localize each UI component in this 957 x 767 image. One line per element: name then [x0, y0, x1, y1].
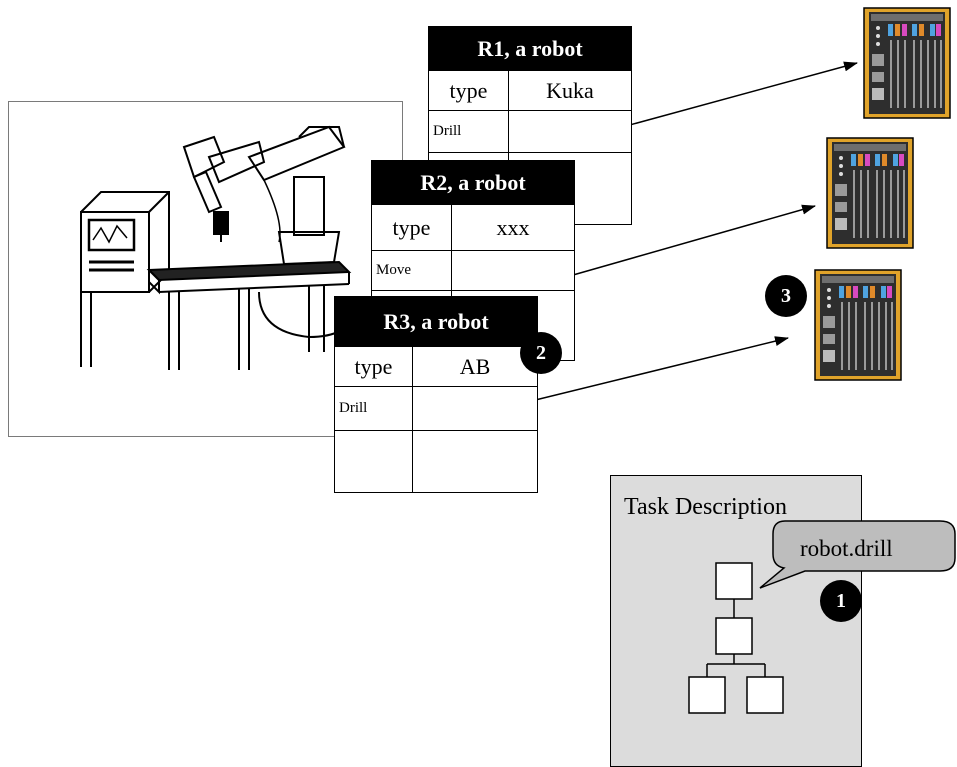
- robot-table-r3: R3, a robot type AB Drill: [333, 296, 539, 493]
- tree-node-right: [746, 676, 784, 714]
- step-badge-2: 2: [520, 332, 562, 374]
- step-badge-3: 3: [765, 275, 807, 317]
- robot-workcell-illustration: [80, 125, 355, 370]
- operation-key: Move: [371, 250, 452, 291]
- operation-value: [450, 250, 576, 291]
- robot-title: R1, a robot: [427, 26, 633, 71]
- type-value: Kuka: [507, 70, 633, 111]
- robot-title: R3, a robot: [333, 296, 539, 347]
- arrow-r3-to-controller: [514, 336, 789, 406]
- tree-node-root: [715, 562, 753, 600]
- tree-node-left: [688, 676, 726, 714]
- speech-bubble-text: robot.drill: [800, 536, 893, 561]
- tree-node-middle: [715, 617, 753, 655]
- empty-cell: [334, 430, 413, 493]
- operation-key: Drill: [334, 386, 413, 431]
- speech-bubble: [759, 520, 956, 589]
- task-description-title: Task Description: [624, 494, 787, 520]
- arrow-r2-to-controller: [544, 204, 816, 284]
- operation-key: Drill: [428, 110, 509, 153]
- type-key: type: [428, 70, 509, 111]
- type-key: type: [371, 204, 452, 251]
- type-value: AB: [411, 346, 539, 387]
- empty-cell: [411, 430, 539, 493]
- robot-title: R2, a robot: [370, 160, 576, 205]
- type-value: xxx: [450, 204, 576, 251]
- step-badge-1: 1: [820, 580, 862, 622]
